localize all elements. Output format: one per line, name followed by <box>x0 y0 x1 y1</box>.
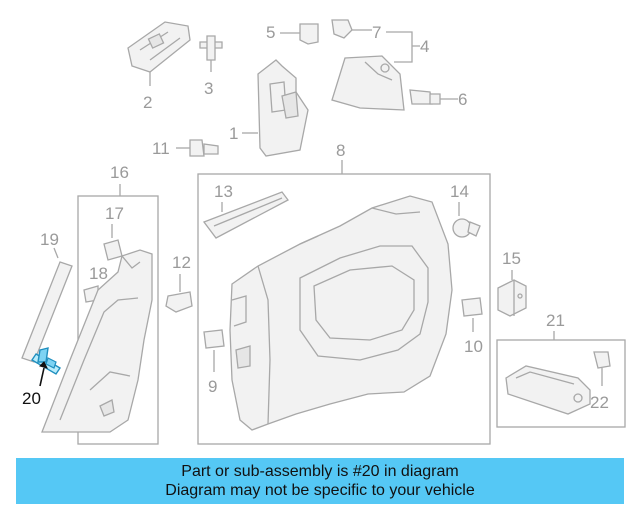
info-banner: Part or sub-assembly is #20 in diagram D… <box>16 458 624 504</box>
label-5: 5 <box>266 23 275 42</box>
part-16-lower-trim[interactable] <box>41 249 153 433</box>
parts-diagram: 2 3 5 7 4 6 1 11 <box>21 19 626 445</box>
label-14: 14 <box>450 182 469 201</box>
label-2: 2 <box>143 93 152 112</box>
label-13: 13 <box>214 182 233 201</box>
label-16: 16 <box>110 163 129 182</box>
label-8: 8 <box>336 141 345 160</box>
part-5-clip[interactable] <box>299 23 319 45</box>
label-18: 18 <box>89 264 108 283</box>
part-10-clip[interactable] <box>461 297 483 317</box>
part-2-bracket[interactable] <box>127 21 191 86</box>
label-19: 19 <box>40 230 59 249</box>
label-9: 9 <box>208 377 217 396</box>
label-20: 20 <box>22 389 41 408</box>
part-22-bulb[interactable] <box>593 351 611 386</box>
part-17-clip[interactable] <box>103 239 123 261</box>
label-7: 7 <box>372 23 381 42</box>
banner-line-2: Diagram may not be specific to your vehi… <box>165 482 475 499</box>
label-22: 22 <box>590 393 609 412</box>
part-7-clip[interactable] <box>331 19 353 39</box>
part-15-bracket[interactable] <box>497 279 527 317</box>
part-1-pillar-trim[interactable] <box>257 59 309 157</box>
part-4-cover[interactable] <box>331 55 405 111</box>
label-17: 17 <box>105 204 124 223</box>
label-3: 3 <box>204 79 213 98</box>
label-4: 4 <box>420 37 429 56</box>
label-12: 12 <box>172 253 191 272</box>
label-11: 11 <box>152 139 170 158</box>
part-11-screw[interactable] <box>189 139 219 157</box>
label-6: 6 <box>458 90 467 109</box>
banner-line-1: Part or sub-assembly is #20 in diagram <box>181 463 459 480</box>
part-19-strip[interactable] <box>21 261 73 363</box>
part-14-cap[interactable] <box>452 218 481 238</box>
part-21-lamp[interactable] <box>505 365 591 415</box>
part-9-clip[interactable] <box>203 329 225 349</box>
part-3-clip[interactable] <box>199 35 223 72</box>
part-6-screw[interactable] <box>409 89 441 105</box>
part-13-trim-strip[interactable] <box>202 191 289 239</box>
label-15: 15 <box>502 249 521 268</box>
part-16-box <box>77 195 159 445</box>
part-8-box <box>197 173 491 445</box>
part-21-box <box>496 339 626 428</box>
label-21: 21 <box>546 311 565 330</box>
label-1: 1 <box>229 124 238 143</box>
part-12-clip[interactable] <box>165 291 193 313</box>
part-8-quarter-trim-panel[interactable] <box>229 195 453 431</box>
label-10: 10 <box>464 337 483 356</box>
part-20-clip[interactable] <box>31 347 61 375</box>
